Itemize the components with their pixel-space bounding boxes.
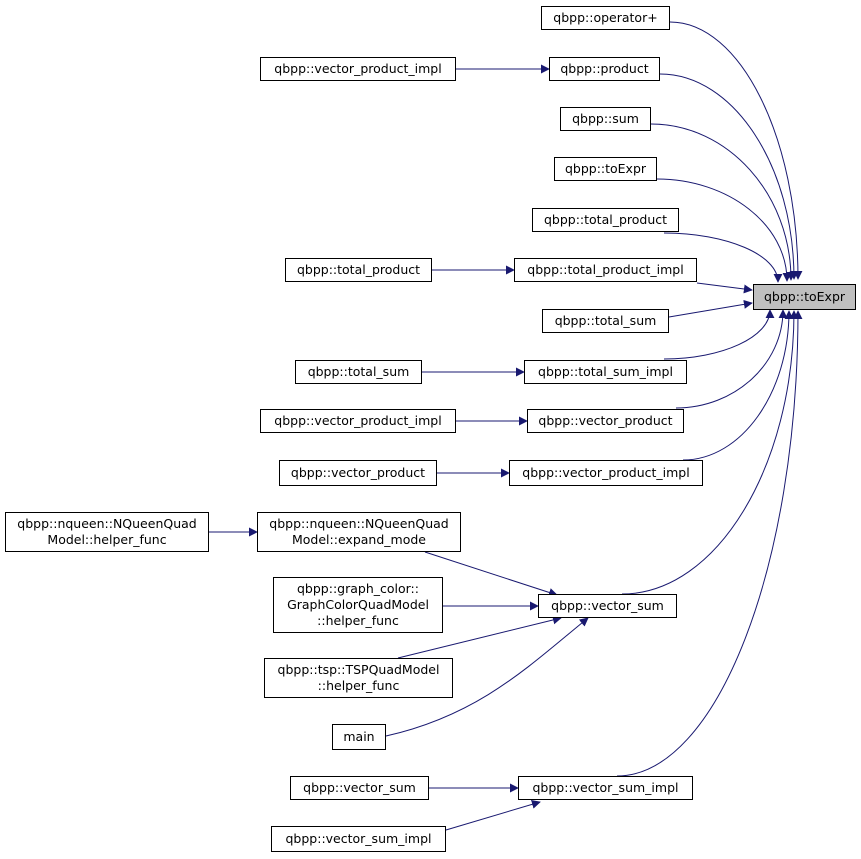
edge-expand_mode-to-vector_sum — [424, 551, 558, 597]
node-vector-sum-impl-caller[interactable]: qbpp::vector_sum_impl — [271, 826, 446, 852]
edge-tsp_helper-to-vector_sum — [397, 615, 562, 659]
edge-op_plus-to-toExpr — [669, 21, 803, 280]
node-vector-sum[interactable]: qbpp::vector_sum — [538, 594, 677, 618]
node-nqueen-expand-mode[interactable]: qbpp::nqueen::NQueenQuad Model::expand_m… — [257, 512, 461, 552]
node-total-product-caller[interactable]: qbpp::total_product — [285, 258, 432, 282]
edge-total_sum-to-toExpr — [668, 299, 753, 318]
edge-main-to-vector_sum — [385, 617, 589, 737]
edge-vector_sum_impl-to-toExpr — [616, 310, 803, 777]
node-operator-plus[interactable]: qbpp::operator+ — [541, 6, 670, 30]
node-vector-product-impl-1[interactable]: qbpp::vector_product_impl — [260, 57, 456, 81]
node-vector-product-impl-3[interactable]: qbpp::vector_product_impl — [509, 460, 703, 486]
node-total-product-impl[interactable]: qbpp::total_product_impl — [514, 258, 697, 282]
node-sum[interactable]: qbpp::sum — [560, 107, 651, 131]
edge-product-to-toExpr — [659, 73, 799, 280]
edge-sum-to-toExpr — [650, 123, 796, 281]
node-vector-product-impl-2[interactable]: qbpp::vector_product_impl — [260, 409, 456, 433]
node-vector-sum-caller[interactable]: qbpp::vector_sum — [290, 776, 429, 800]
node-main[interactable]: main — [332, 724, 386, 750]
edge-total_product_impl-to-toExpr — [696, 282, 753, 294]
node-graph-color-helper-func[interactable]: qbpp::graph_color:: GraphColorQuadModel … — [273, 577, 443, 633]
edge-vpi_3-to-toExpr — [682, 310, 794, 461]
node-total-sum[interactable]: qbpp::total_sum — [542, 309, 669, 333]
edge-vector_sum-to-toExpr — [621, 310, 799, 595]
edge-vector_sum_impl_2-to-vector_sum_impl — [445, 799, 541, 831]
node-vector-sum-impl[interactable]: qbpp::vector_sum_impl — [518, 776, 693, 800]
node-tsp-helper-func[interactable]: qbpp::tsp::TSPQuadModel ::helper_func — [264, 658, 453, 698]
node-total-sum-impl[interactable]: qbpp::total_sum_impl — [524, 360, 687, 384]
node-nqueen-helper-func[interactable]: qbpp::nqueen::NQueenQuad Model::helper_f… — [5, 512, 209, 552]
node-vector-product-caller[interactable]: qbpp::vector_product — [279, 460, 437, 486]
node-product[interactable]: qbpp::product — [549, 57, 660, 81]
edge-total_product-to-toExpr — [663, 232, 783, 283]
node-toexpr[interactable]: qbpp::toExpr — [554, 157, 657, 181]
node-toexpr-root[interactable]: qbpp::toExpr — [753, 284, 856, 310]
node-total-sum-caller[interactable]: qbpp::total_sum — [295, 360, 422, 384]
edge-total_sum_impl-to-toExpr — [663, 309, 775, 360]
edge-vector_product-to-toExpr — [675, 309, 788, 409]
edge-toExpr2-to-toExpr — [656, 178, 792, 282]
node-vector-product[interactable]: qbpp::vector_product — [527, 409, 684, 433]
node-total-product[interactable]: qbpp::total_product — [532, 208, 679, 232]
